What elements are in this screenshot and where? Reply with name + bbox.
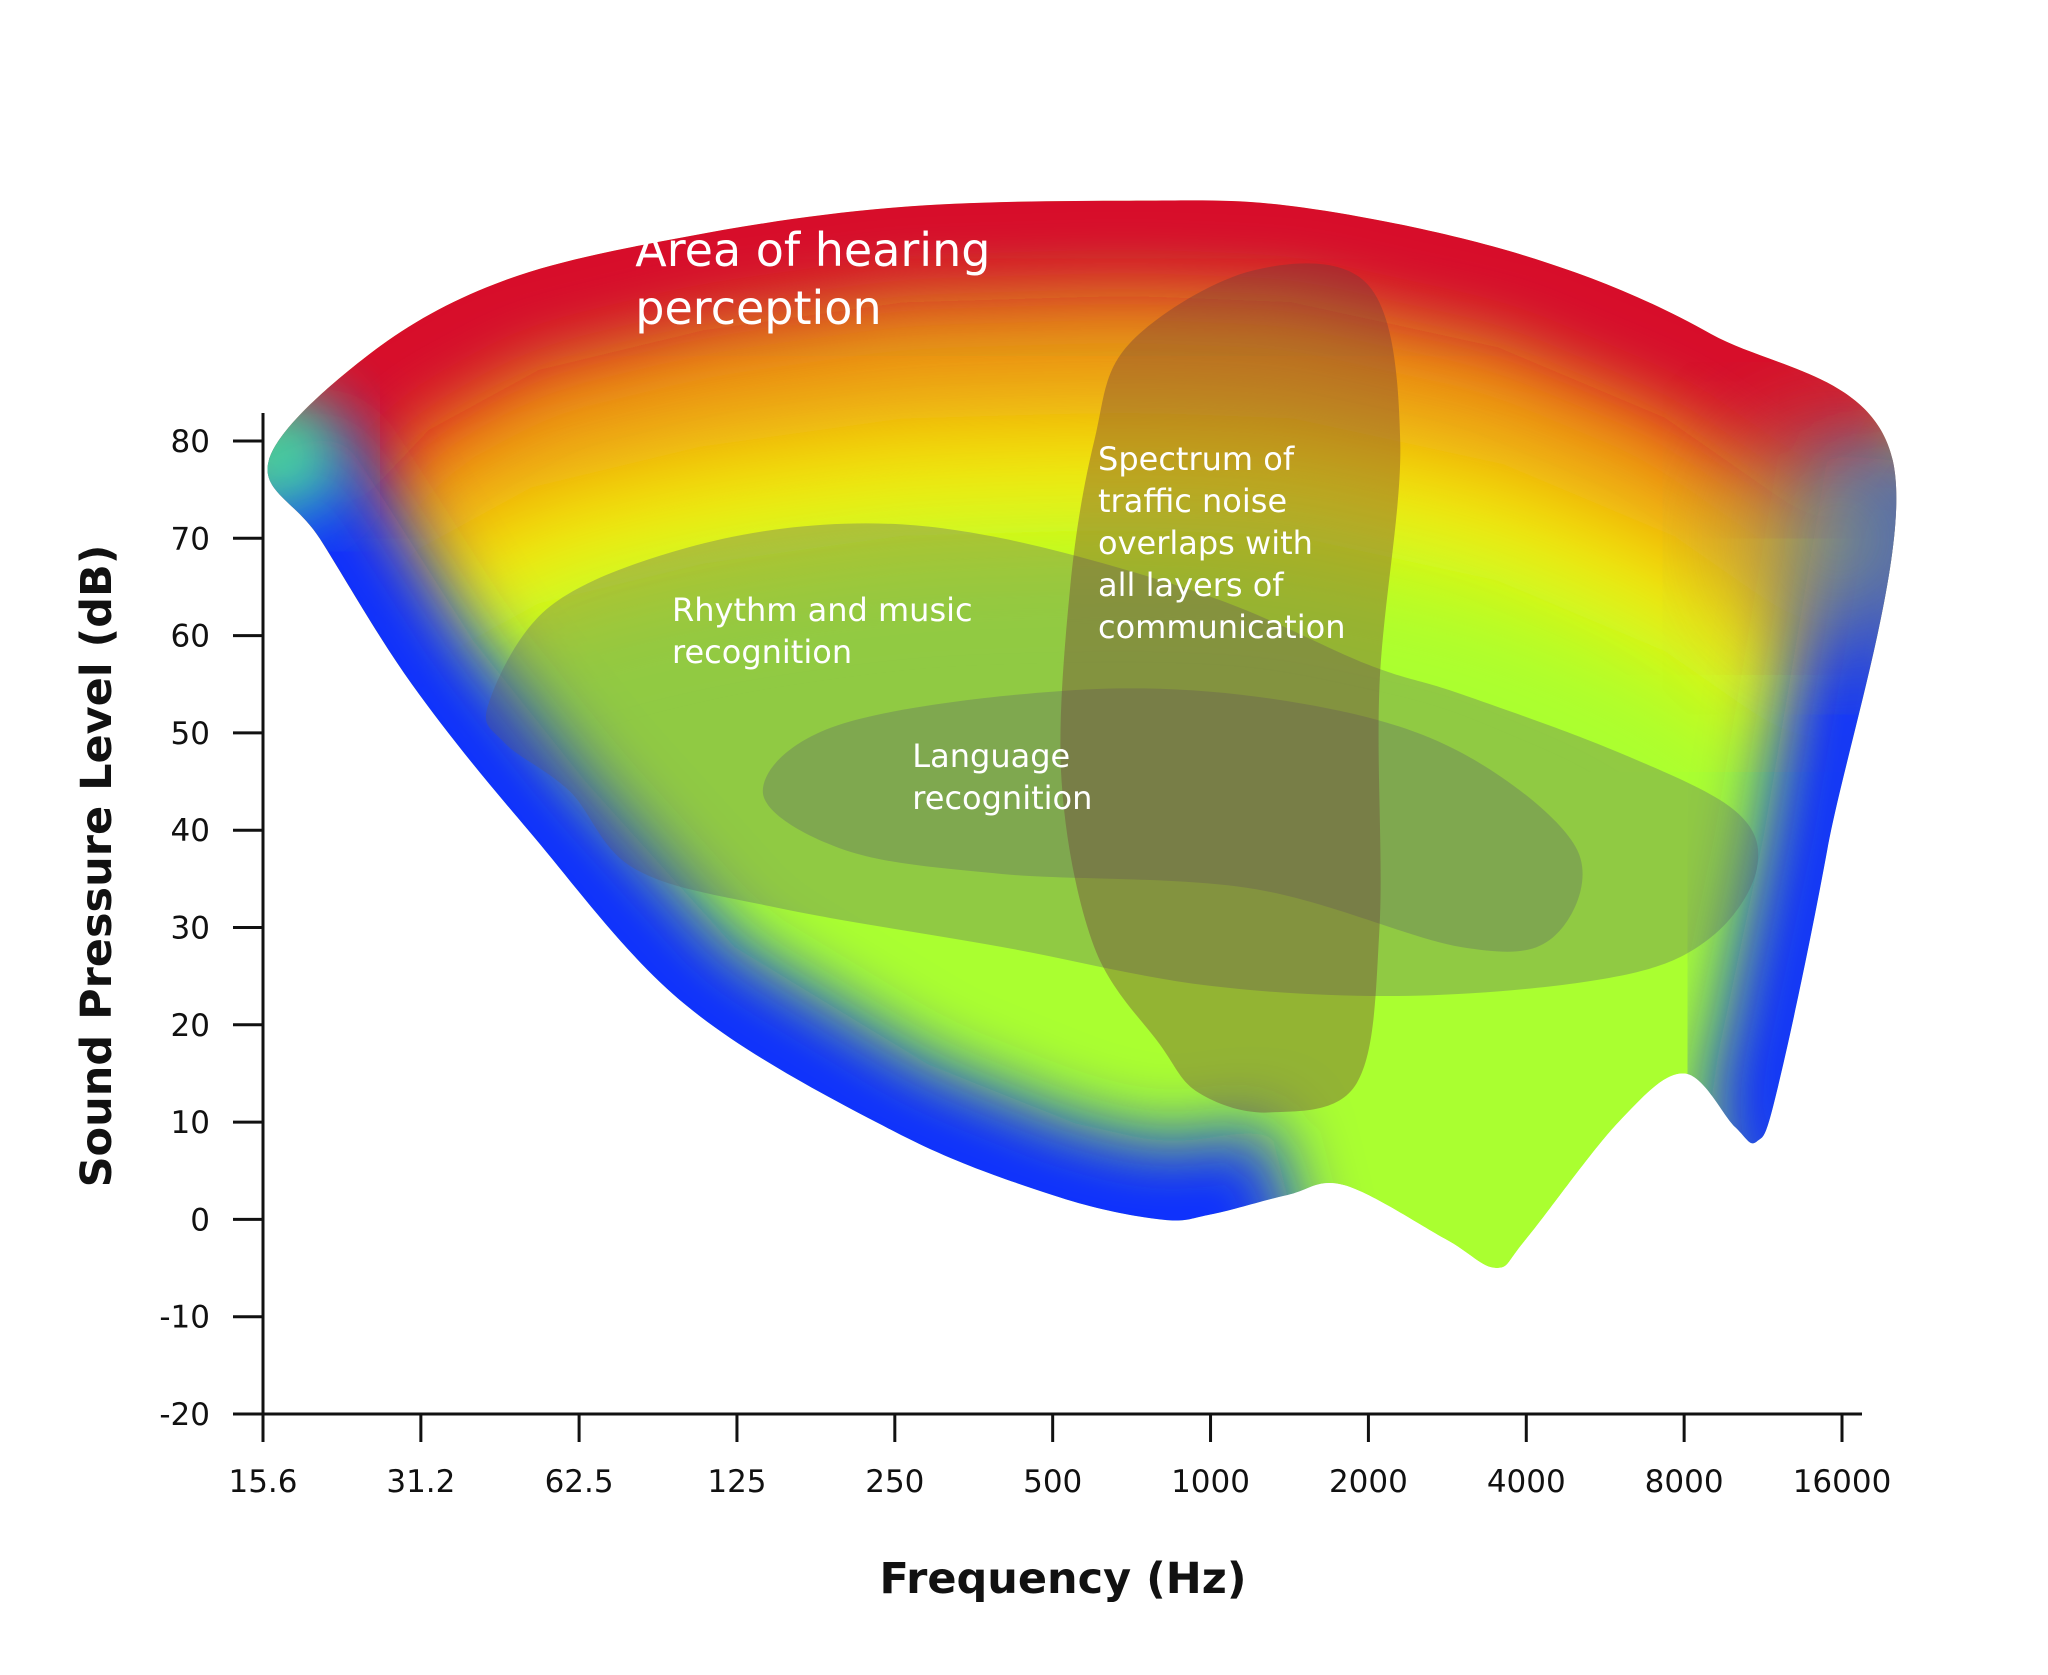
x-tick-label: 500: [1023, 1464, 1082, 1500]
label-line: communication: [1098, 608, 1345, 646]
label-line: recognition: [672, 633, 852, 671]
x-tick-label: 250: [865, 1464, 924, 1500]
region-rhythm-music: [485, 523, 1759, 996]
yellow-band: [267, 339, 1897, 772]
y-tick-label: 0: [190, 1202, 210, 1238]
x-axis-title: Frequency (Hz): [880, 1554, 1247, 1604]
blue-edge-left: [267, 419, 1306, 1268]
y-axis-ticks: 80 70 60 50 40 30 20 10 0 -10 -20: [159, 424, 263, 1433]
red-top-band: [267, 200, 1897, 539]
y-tick-label: 10: [171, 1105, 210, 1141]
x-tick-label: 62.5: [545, 1464, 614, 1500]
y-tick-label: 70: [171, 521, 210, 557]
label-line: recognition: [912, 779, 1092, 817]
x-tick-label: 16000: [1793, 1464, 1892, 1500]
x-tick-label: 125: [707, 1464, 766, 1500]
y-tick-label: 20: [171, 1008, 210, 1044]
y-tick-label: -10: [159, 1300, 210, 1336]
label-traffic-noise: Spectrum of traffic noise overlaps with all…: [1098, 440, 1345, 646]
hearing-area: [267, 200, 1897, 1268]
region-language: [762, 688, 1583, 952]
overlay-regions: [485, 263, 1759, 1113]
label-line: perception: [635, 281, 881, 335]
y-tick-label: 60: [171, 619, 210, 655]
label-line: traffic noise: [1098, 482, 1287, 520]
x-tick-label: 4000: [1487, 1464, 1566, 1500]
label-rhythm-music: Rhythm and music recognition: [672, 591, 973, 671]
label-line: all layers of: [1098, 566, 1284, 604]
label-line: Rhythm and music: [672, 591, 973, 629]
x-tick-label: 8000: [1645, 1464, 1724, 1500]
x-axis-ticks: 15.6 31.2 62.5 125 250 500 1000 2000 4000 8000 160…: [228, 1414, 1891, 1500]
orange-band: [267, 261, 1897, 659]
left-tip-tint: [267, 395, 344, 516]
y-tick-label: -20: [159, 1397, 210, 1433]
right-edge-tint: [1728, 428, 1897, 649]
x-tick-label: 1000: [1171, 1464, 1250, 1500]
y-axis-title: Sound Pressure Level (dB): [72, 545, 122, 1188]
y-tick-label: 30: [171, 911, 210, 947]
axes: 80 70 60 50 40 30 20 10 0 -10 -20 15.6 31.2 62.5 125 2…: [72, 413, 1891, 1604]
x-tick-label: 15.6: [228, 1464, 297, 1500]
x-tick-label: 2000: [1329, 1464, 1408, 1500]
y-tick-label: 40: [171, 813, 210, 849]
region-traffic-noise: [1060, 263, 1401, 1113]
label-line: overlaps with: [1098, 524, 1313, 562]
y-tick-label: 50: [171, 716, 210, 752]
x-tick-label: 31.2: [386, 1464, 455, 1500]
label-language: Language recognition: [912, 737, 1092, 817]
y-tick-label: 80: [171, 424, 210, 460]
label-line: Area of hearing: [635, 223, 990, 277]
label-line: Spectrum of: [1098, 440, 1295, 478]
label-line: Language: [912, 737, 1070, 775]
blue-edge-right: [1696, 449, 1897, 1241]
